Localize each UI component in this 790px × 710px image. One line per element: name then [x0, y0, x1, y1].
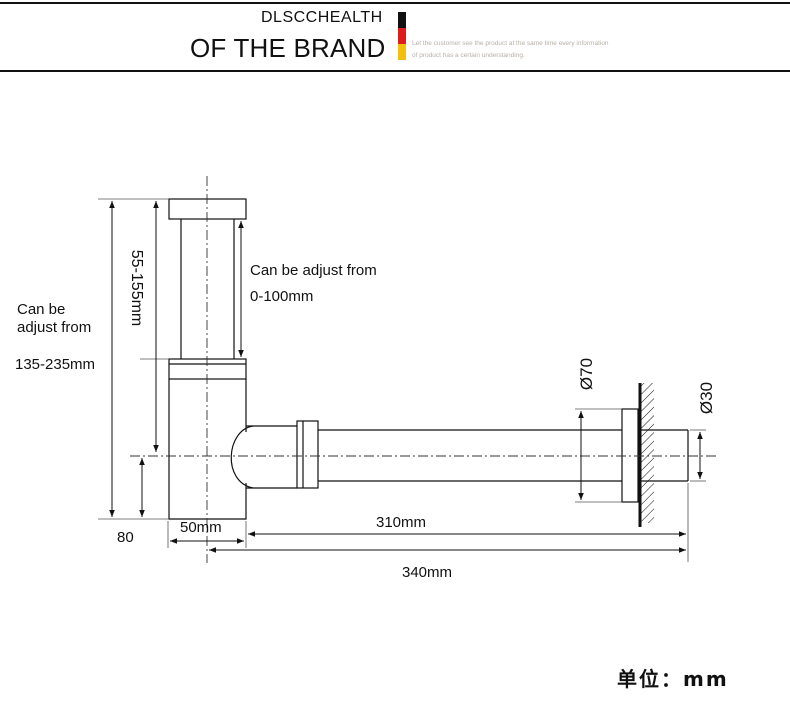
label-adjust-left-line1: Can be — [17, 301, 66, 318]
header-top-rule — [0, 2, 790, 4]
label-adjust-left-line2: adjust from — [17, 319, 92, 336]
label-flange-dia: Ø70 — [577, 358, 596, 390]
german-flag-icon — [398, 12, 406, 60]
label-pipe-dia: Ø30 — [697, 382, 716, 414]
flag-stripe — [398, 28, 406, 44]
header-bottom-rule — [0, 70, 790, 72]
brand-name: DLSCCHEALTH — [261, 9, 383, 26]
label-adjust-top-line2: 0-100mm — [250, 288, 314, 305]
brand-tagline: OF THE BRAND — [190, 33, 386, 63]
tagline-line-2: of product has a certain understanding. — [412, 52, 525, 59]
label-pipe-length: 310mm — [376, 514, 427, 531]
label-adjust-top-line1: Can be adjust from — [250, 262, 377, 279]
tagline-line-1: Let the customer see the product at the … — [412, 40, 609, 47]
flag-stripe — [398, 12, 406, 28]
label-total-height: 135-235mm — [15, 356, 96, 373]
flag-stripe — [398, 44, 406, 60]
unit-label: 单位：mm — [617, 667, 729, 691]
label-outlet-height: 80 — [117, 529, 134, 546]
adjust-collar — [168, 358, 247, 380]
wall-flange — [621, 408, 639, 503]
label-body-width: 50mm — [180, 519, 222, 536]
label-total-length: 340mm — [402, 564, 453, 581]
pipe-nut — [296, 420, 319, 489]
wall-hatch — [640, 383, 654, 523]
siphon-body — [168, 379, 247, 520]
label-body-height: 55-155mm — [128, 250, 145, 326]
top-cap — [168, 198, 247, 220]
